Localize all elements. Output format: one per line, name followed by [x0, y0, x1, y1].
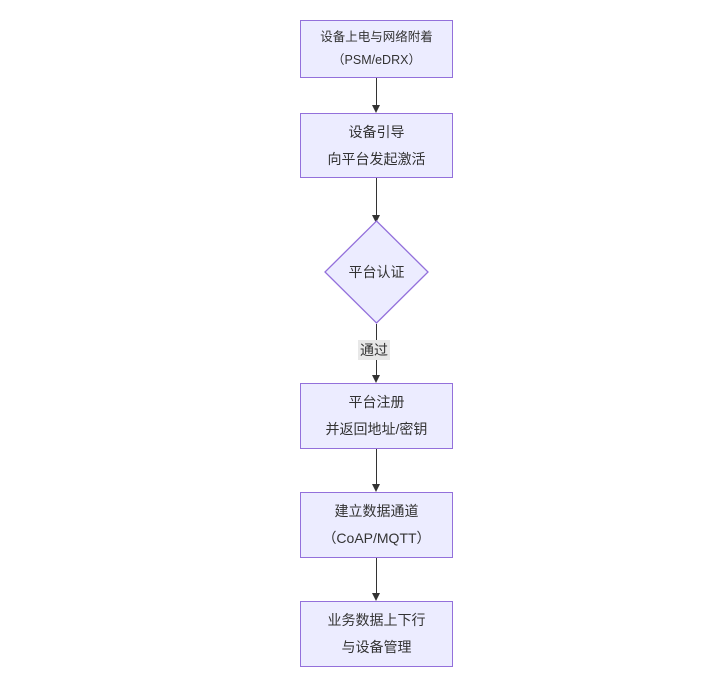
flow-node-platform-auth: 平台认证	[300, 220, 453, 324]
node-text-line: 平台认证	[348, 264, 405, 280]
edge-arrow-2	[372, 178, 380, 223]
node-text-line: （CoAP/MQTT）	[322, 530, 431, 546]
node-text-line: 并返回地址/密钥	[325, 421, 428, 437]
flow-node-business-data: 业务数据上下行 与设备管理	[300, 601, 453, 667]
node-text-line: 向平台发起激活	[327, 150, 426, 167]
flow-node-data-channel: 建立数据通道 （CoAP/MQTT）	[300, 492, 453, 558]
edge-arrow-5	[372, 558, 380, 601]
node-text-line: 设备引导	[348, 123, 405, 140]
arrowhead-down-icon	[372, 593, 380, 601]
node-text-line: （PSM/eDRX）	[332, 53, 421, 67]
arrowhead-down-icon	[372, 105, 380, 113]
edge-line	[375, 558, 377, 593]
node-text-line: 业务数据上下行	[327, 612, 426, 628]
flow-node-platform-register: 平台注册 并返回地址/密钥	[300, 383, 453, 449]
edge-line	[375, 449, 377, 484]
edge-line	[375, 178, 377, 215]
arrowhead-down-icon	[372, 215, 380, 223]
edge-arrow-1	[372, 78, 380, 113]
arrowhead-down-icon	[372, 375, 380, 383]
node-text-line: 平台注册	[348, 394, 405, 410]
diamond-shape	[324, 220, 429, 324]
arrowhead-down-icon	[372, 484, 380, 492]
edge-label-pass: 通过	[358, 340, 390, 360]
edge-arrow-4	[372, 449, 380, 492]
flow-node-power-attach: 设备上电与网络附着 （PSM/eDRX）	[300, 20, 453, 78]
edge-line	[375, 78, 377, 105]
node-text-line: 建立数据通道	[334, 503, 419, 519]
node-text-line: 与设备管理	[341, 639, 412, 655]
node-text-line: 设备上电与网络附着	[320, 30, 433, 44]
flow-node-bootstrap: 设备引导 向平台发起激活	[300, 113, 453, 178]
flow-node-platform-auth-shape	[324, 220, 429, 324]
